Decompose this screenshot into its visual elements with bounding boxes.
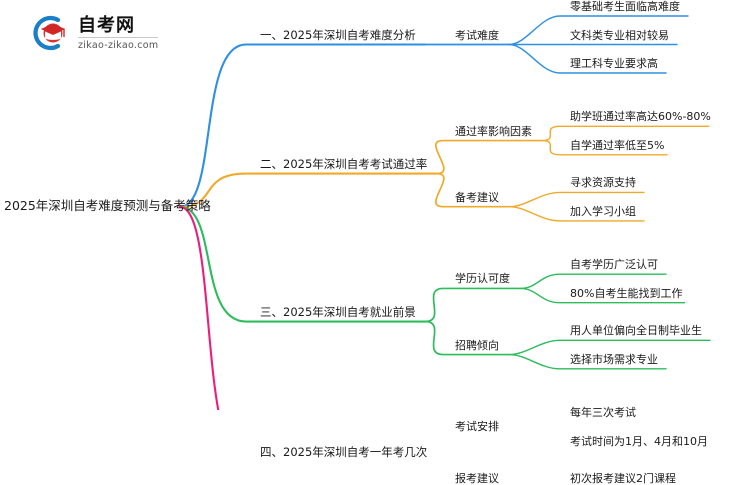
connector-line <box>435 139 543 175</box>
mindmap-leaf-label: 80%自考生能找到工作 <box>570 286 683 300</box>
mindmap-leaf-label: 初次报考建议2门课程 <box>570 472 676 485</box>
connector-line <box>435 172 510 208</box>
connector-line <box>178 172 438 209</box>
mindmap-branch-label: 四、2025年深圳自考一年考几次 <box>260 445 428 460</box>
logo-title: 自考网 <box>78 15 135 36</box>
mindmap-sub-label: 报考建议 <box>455 472 499 485</box>
mindmap-leaf-label: 加入学习小组 <box>570 204 636 218</box>
mindmap-sub-label: 备考建议 <box>455 190 499 204</box>
logo-text-block: 自考网 zikao-zikao.com <box>78 14 159 52</box>
connector-line <box>424 287 521 323</box>
mindmap-leaf-label: 文科类专业相对较易 <box>570 28 669 42</box>
graduation-cap-swoosh-logo-icon <box>33 15 65 51</box>
connector-line <box>541 139 668 156</box>
mindmap-sub-label: 考试安排 <box>455 420 499 434</box>
mindmap-leaf-label: 选择市场需求专业 <box>570 352 658 366</box>
mindmap-leaf-label: 自考学历广泛认可 <box>570 258 658 272</box>
mindmap-leaf-label: 自学通过率低至5% <box>570 138 665 152</box>
site-logo: 自考网 zikao-zikao.com <box>28 12 208 54</box>
connector-line <box>508 43 667 74</box>
mindmap-leaf-label: 每年三次考试 <box>570 406 636 420</box>
mindmap-root-label: 2025年深圳自考难度预测与备考策略 <box>4 198 211 213</box>
connector-line <box>178 43 427 209</box>
mindmap-leaf-label: 用人单位偏向全日制毕业生 <box>570 324 702 338</box>
mindmap-leaf-label: 考试时间为1月、4月和10月 <box>570 434 708 448</box>
mindmap-sub-label: 学历认可度 <box>455 272 510 286</box>
mindmap-leaf-label: 零基础考生面临高难度 <box>570 0 680 13</box>
connector-line <box>519 273 667 290</box>
mindmap-branch-label: 三、2025年深圳自考就业前景 <box>260 304 416 319</box>
mindmap: 2025年深圳自考难度预测与备考策略 一、2025年深圳自考难度分析 考试难度 零基础… <box>4 0 711 484</box>
logo-subtitle: zikao-zikao.com <box>78 37 159 52</box>
mindmap-leaf-label: 理工科专业要求高 <box>570 57 658 70</box>
mindmap-sub-label: 考试难度 <box>455 28 499 42</box>
mindmap-leaf-label: 助学班通过率高达60%-80% <box>570 110 711 124</box>
connector-line <box>519 287 686 304</box>
mindmap-leaf-label: 寻求资源支持 <box>570 176 636 190</box>
mindmap-connectors <box>178 15 711 410</box>
connector-line <box>424 320 510 356</box>
connector-line <box>508 15 689 46</box>
mindmap-branch-label: 一、2025年深圳自考难度分析 <box>260 27 416 42</box>
mindmap-sub-label: 招聘倾向 <box>455 338 499 352</box>
connector-line <box>508 339 711 356</box>
connector-line <box>508 205 645 222</box>
connector-line <box>541 125 710 142</box>
mindmap-branch-label: 二、2025年深圳自考考试通过率 <box>260 156 428 171</box>
connector-line <box>508 353 667 370</box>
mindmap-sub-label: 通过率影响因素 <box>455 124 532 138</box>
connector-line <box>178 205 220 410</box>
connector-line <box>178 205 427 323</box>
connector-line <box>508 191 645 208</box>
